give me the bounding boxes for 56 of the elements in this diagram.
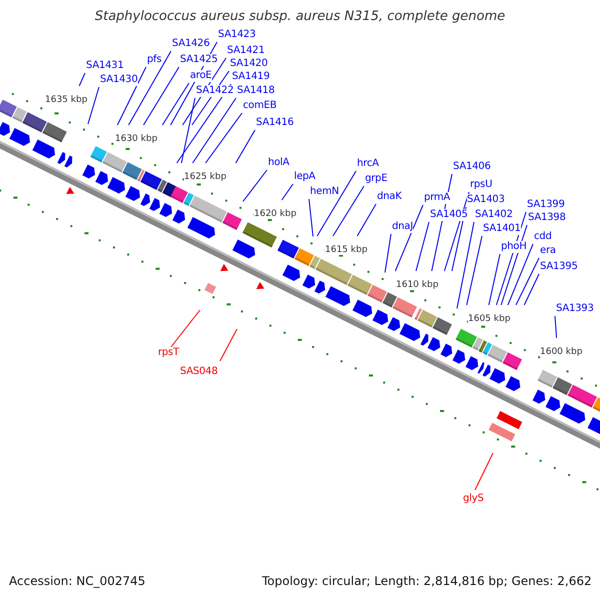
leader-line: [180, 98, 196, 164]
leader-line: [116, 66, 146, 126]
leader-line: [235, 130, 256, 164]
leader-line: [507, 244, 534, 306]
scale-label: 1605 kbp: [468, 314, 510, 324]
scale-label: 1630 kbp: [115, 134, 158, 144]
scale-label: 1610 kbp: [396, 280, 438, 290]
gene-label: glyS: [463, 493, 484, 505]
scale-label: 1620 kbp: [254, 209, 296, 219]
gene-label: rpsT: [158, 347, 179, 359]
scale-label: 1635 kbp: [45, 95, 88, 105]
gene-label: prmA: [424, 192, 450, 204]
gene-label: aroE: [190, 70, 212, 82]
gene-label: SA1430: [100, 74, 138, 86]
leader-line: [384, 234, 392, 273]
gene-label: SA1422: [196, 85, 234, 97]
leader-line: [162, 82, 190, 126]
leader-line: [524, 274, 540, 306]
gene-label: rpsU: [470, 179, 492, 191]
accession-text: Accession: NC_002745: [9, 574, 146, 588]
gene-label: SA1405: [430, 209, 468, 221]
leader-line: [394, 204, 424, 272]
gene-label: grpE: [365, 173, 388, 185]
leader-line: [316, 170, 356, 236]
leader-line: [554, 316, 558, 338]
leader-line: [456, 222, 474, 309]
gene-label: lepA: [294, 171, 316, 183]
gene-label: dnaJ: [392, 221, 413, 233]
leader-line: [308, 198, 314, 237]
leader-line: [205, 112, 242, 164]
genome-info-text: Topology: circular; Length: 2,814,816 bp; Genes: 2,662: [262, 574, 592, 588]
scale-label: 1600 kbp: [540, 347, 582, 357]
leader-line: [143, 66, 180, 126]
leader-line: [78, 72, 86, 86]
leader-line: [170, 310, 200, 348]
leader-line: [415, 222, 430, 272]
leader-line: [488, 254, 500, 306]
scale-label: 1615 kbp: [325, 245, 368, 255]
leader-line: [128, 50, 172, 126]
leader-line: [474, 452, 494, 490]
leader-line: [515, 258, 540, 306]
gene-label: SA1425: [180, 54, 218, 66]
leader-line: [192, 98, 236, 164]
gene-label: phoH: [501, 241, 527, 253]
chart-title: Staphylococcus aureus subsp. aureus N315, complete genome: [94, 10, 506, 24]
gene-label: SA1401: [483, 223, 521, 235]
leader-line: [356, 204, 376, 236]
leader-line: [220, 328, 238, 362]
leader-line: [88, 86, 100, 124]
gene-label: pfs: [147, 54, 162, 66]
leader-line: [242, 170, 268, 202]
leader-line: [281, 184, 294, 200]
scale-label: 1625 kbp: [184, 172, 226, 182]
leader-line: [466, 236, 482, 306]
leader-line: [332, 186, 364, 236]
leader-line: [500, 224, 528, 306]
